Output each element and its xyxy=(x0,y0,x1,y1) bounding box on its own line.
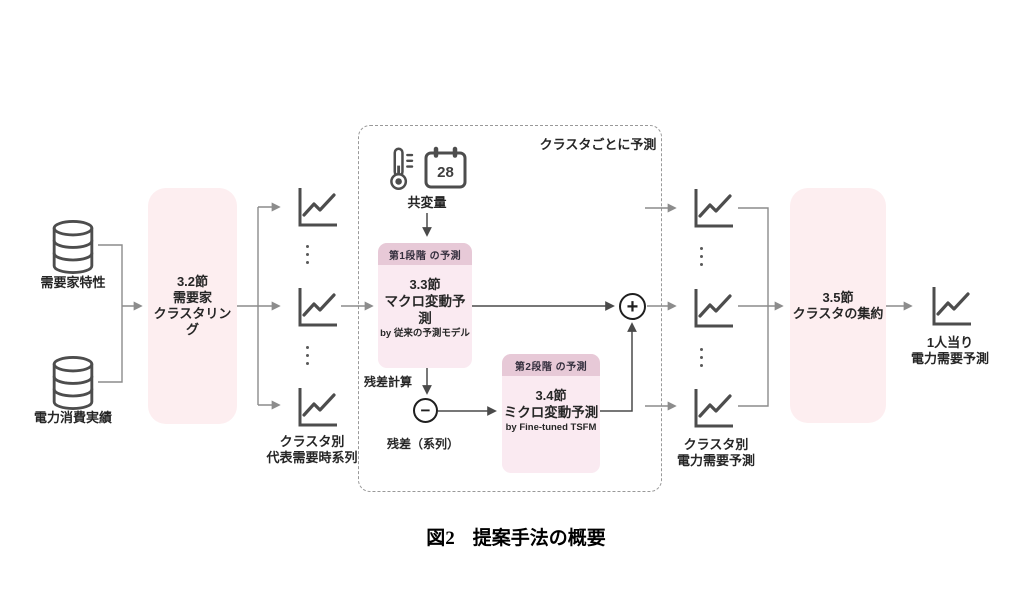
aggregation-box-line2: クラスタの集約 xyxy=(792,305,884,321)
stage1-box: 第1段階 の予測 3.3節 マクロ変動予測 by 従来の予測モデル xyxy=(378,243,472,368)
stage2-line3: by Fine-tuned TSFM xyxy=(505,422,597,433)
chart-icon-cluster-forecast-3 xyxy=(694,389,733,428)
minus-symbol: − xyxy=(420,401,431,420)
aggregation-box: 3.5節 クラスタの集約 xyxy=(790,188,886,423)
chart-icon-final-forecast xyxy=(932,287,971,326)
residual-series-label: 残差（系列） xyxy=(386,437,460,451)
clustering-box: 3.2節 需要家 クラスタリング xyxy=(148,188,237,424)
calendar-day: 28 xyxy=(437,164,454,181)
database-icon-power-consumption xyxy=(52,356,94,410)
stage2-line2: ミクロ変動予測 xyxy=(503,405,599,420)
clustering-box-line3: クラスタリング xyxy=(153,306,232,337)
output-caption-line1: 1人当り xyxy=(926,335,974,350)
chart-icon-cluster-series-2 xyxy=(298,288,337,327)
stage1-line1: 3.3節 xyxy=(409,277,441,292)
stage1-line3: by 従来の予測モデル xyxy=(380,328,470,339)
wire-db-merge xyxy=(98,244,123,383)
stage2-line1: 3.4節 xyxy=(535,388,567,403)
stage1-header: 第1段階 の予測 xyxy=(378,243,472,265)
stage2-header: 第2段階 の予測 xyxy=(502,354,600,376)
figure-caption-title: 提案手法の概要 xyxy=(472,528,606,549)
left-charts-caption-line1: クラスタ別 xyxy=(279,434,345,449)
per-cluster-prediction-group xyxy=(358,125,662,492)
plus-node-icon: + xyxy=(619,293,646,320)
cluster-group-title: クラスタごとに予測 xyxy=(539,137,657,152)
output-caption-line2: 電力需要予測 xyxy=(910,351,990,366)
stage1-line2: マクロ変動予測 xyxy=(384,294,466,326)
wire-right-merge-bottom xyxy=(738,306,769,407)
wire-stage2-to-plus xyxy=(600,322,637,412)
residual-calc-label: 残差計算 xyxy=(363,375,413,389)
right-charts-caption-line2: 電力需要予測 xyxy=(676,453,756,468)
covariates-label: 共変量 xyxy=(407,195,447,210)
stage2-box: 第2段階 の予測 3.4節 ミクロ変動予測 by Fine-tuned TSFM xyxy=(502,354,600,473)
calendar-icon: 28 xyxy=(424,146,467,189)
ellipsis-left-lower xyxy=(306,346,309,365)
chart-icon-cluster-series-1 xyxy=(298,188,337,227)
ellipsis-right-lower xyxy=(700,348,703,367)
clustering-box-line2: 需要家 xyxy=(172,290,212,305)
database-icon-demand-characteristics xyxy=(52,220,94,274)
db-top-label: 需要家特性 xyxy=(40,275,106,290)
aggregation-box-line1: 3.5節 xyxy=(822,289,854,305)
chart-icon-cluster-forecast-1 xyxy=(694,189,733,228)
figure-caption-label: 図2 xyxy=(426,528,455,549)
clustering-box-line1: 3.2節 xyxy=(176,274,209,289)
left-charts-caption-line2: 代表需要時系列 xyxy=(266,450,358,465)
chart-icon-cluster-series-3 xyxy=(298,388,337,427)
thermometer-icon xyxy=(390,147,414,190)
db-bottom-label: 電力消費実績 xyxy=(33,410,113,425)
plus-symbol: + xyxy=(626,295,639,318)
minus-node-icon: − xyxy=(413,398,438,423)
wire-right-merge-top xyxy=(738,207,769,306)
figure-caption: 図2 提案手法の概要 xyxy=(426,523,606,550)
right-charts-caption-line1: クラスタ別 xyxy=(683,437,749,452)
ellipsis-left-upper xyxy=(306,245,309,264)
chart-icon-cluster-forecast-2 xyxy=(694,289,733,328)
ellipsis-right-upper xyxy=(700,247,703,266)
